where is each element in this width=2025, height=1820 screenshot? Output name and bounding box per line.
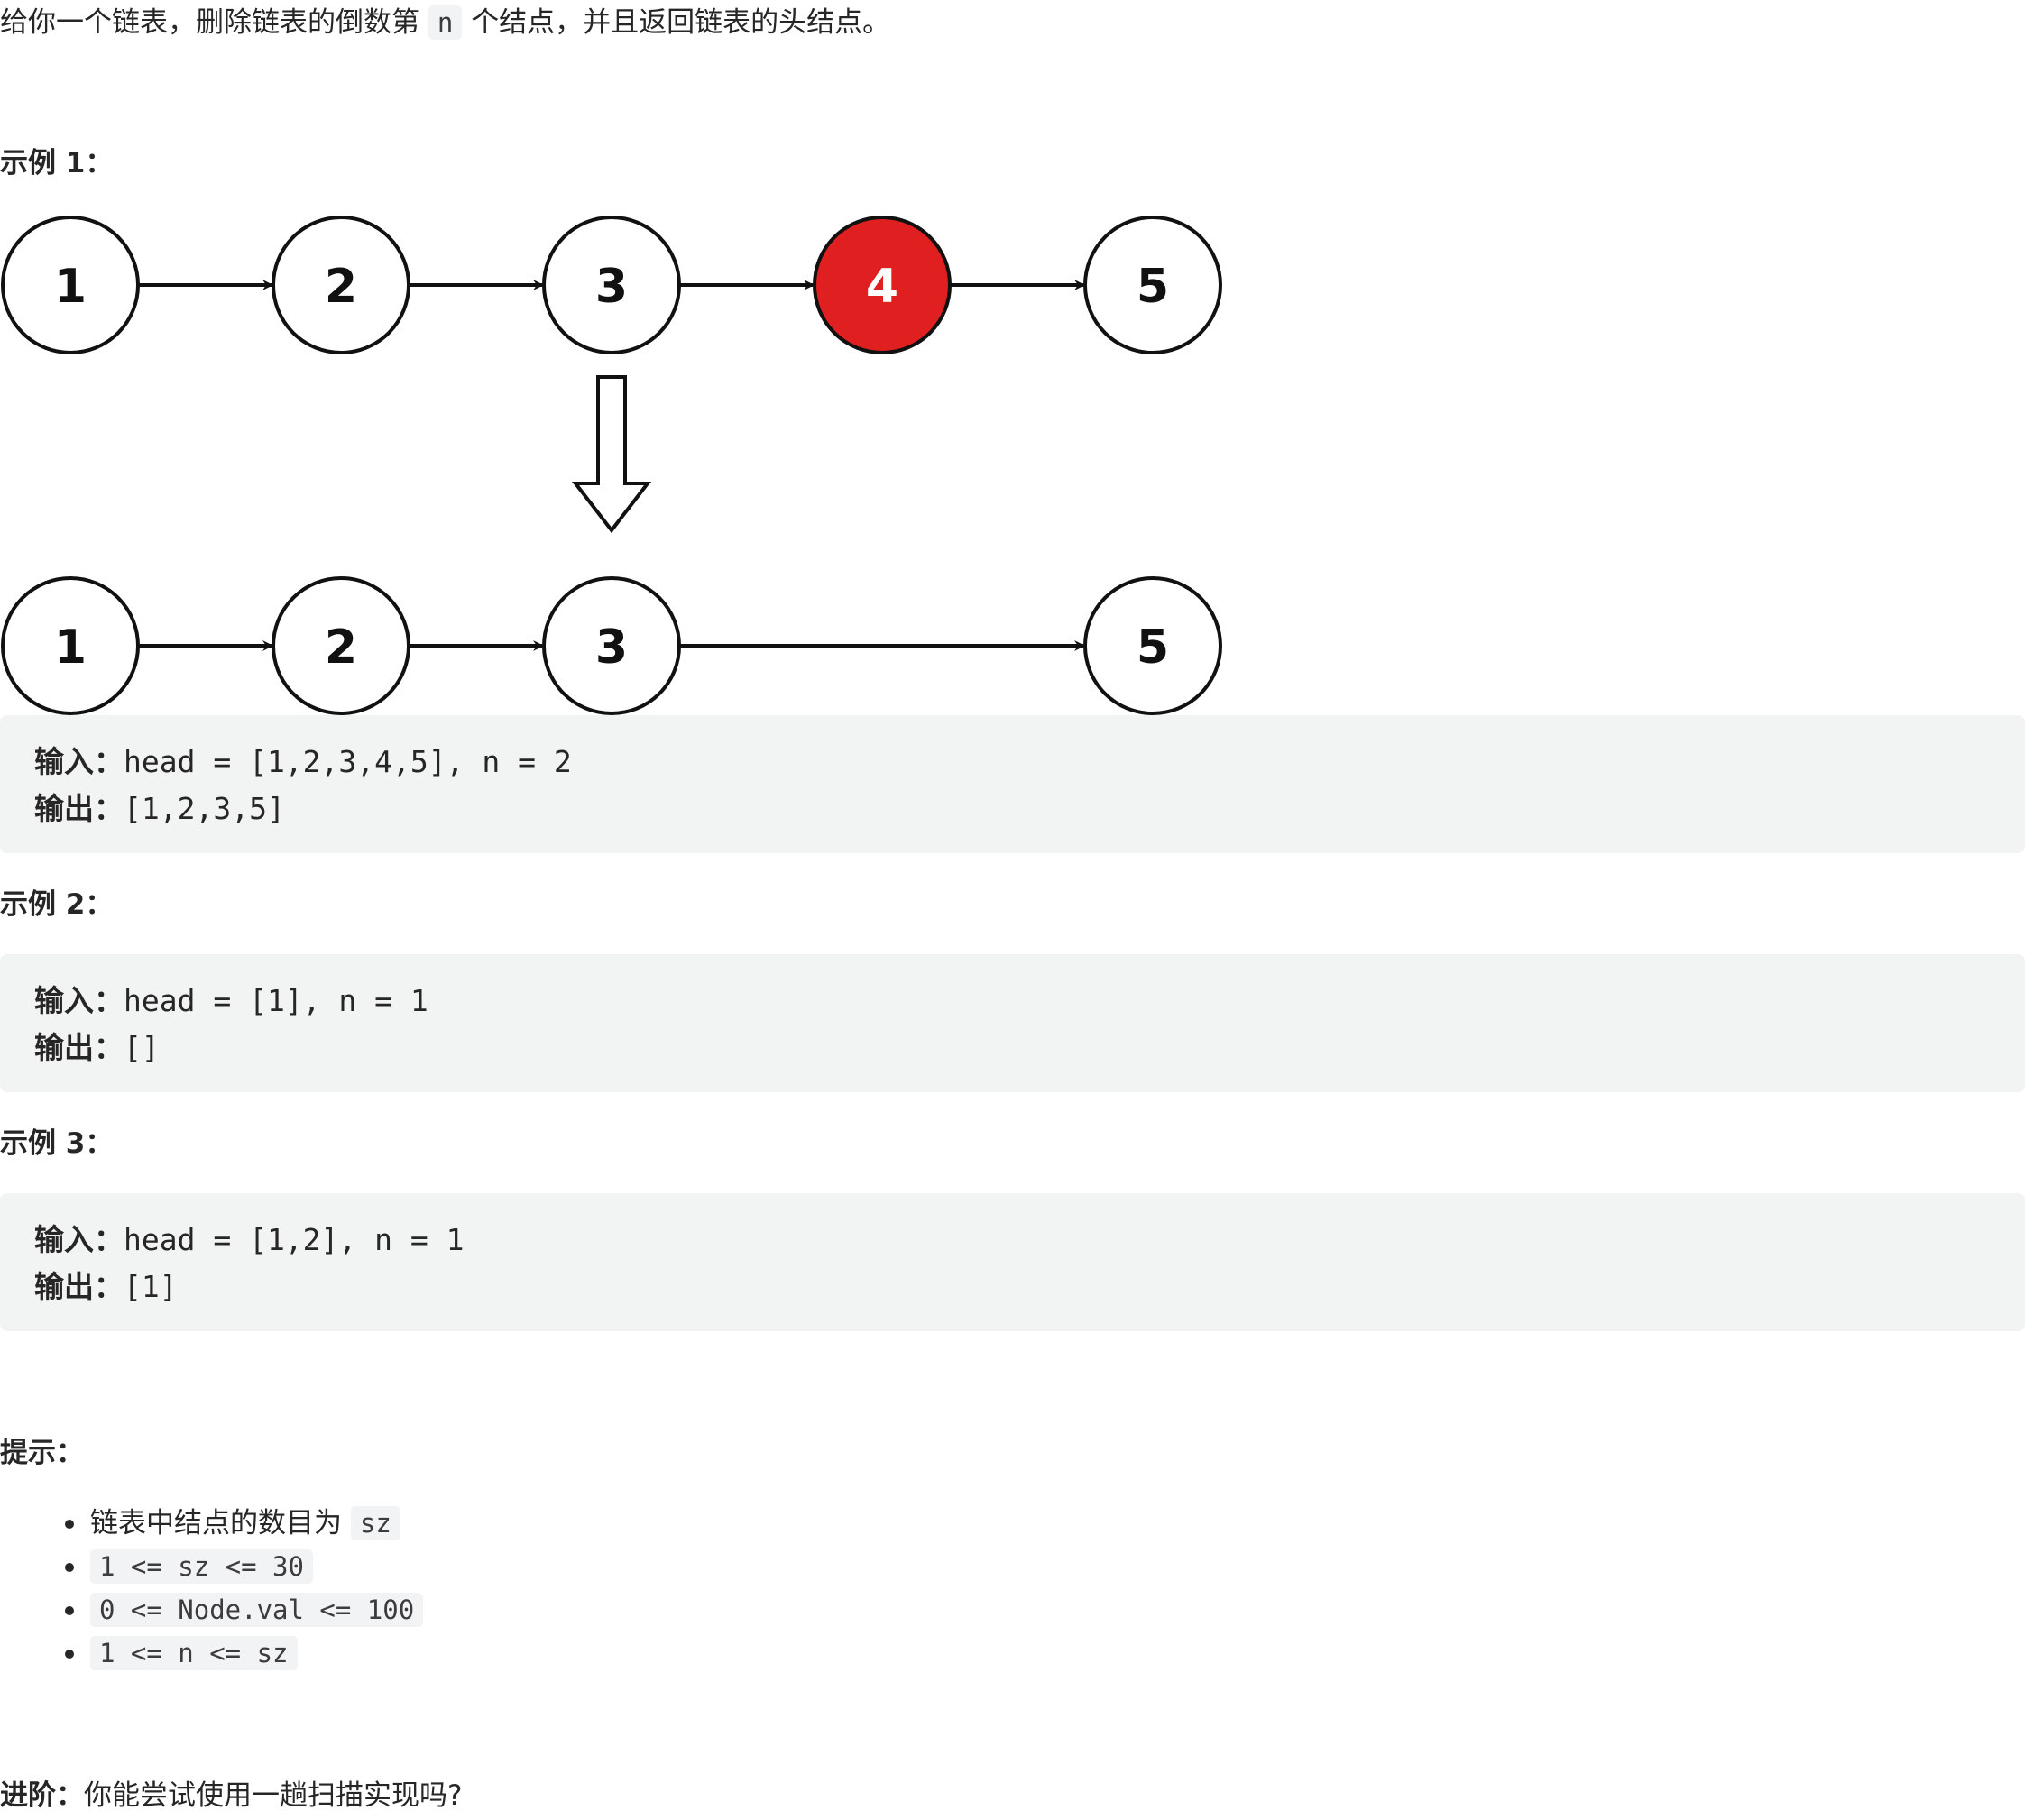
list-node-value: 3 (595, 260, 628, 314)
input-label: 输入： (34, 744, 124, 779)
list-item: 1 <= sz <= 30 (54, 1545, 423, 1588)
intro-code-n: n (428, 5, 463, 40)
example-1-box: 输入：head = [1,2,3,4,5], n = 2 输出：[1,2,3,5… (0, 715, 2025, 853)
constraint-code: sz (350, 1506, 400, 1540)
advanced-paragraph: 进阶：你能尝试使用一趟扫描实现吗? (0, 1775, 462, 1816)
example-1-input: 输入：head = [1,2,3,4,5], n = 2 (34, 739, 2025, 786)
constraint-code: 0 <= Node.val <= 100 (90, 1593, 424, 1627)
list-node-value: 5 (1137, 620, 1169, 675)
example-3-output: 输出：[1] (34, 1264, 2025, 1310)
linked-list-diagram: 1 2 3 4 5 1 2 3 5 (1, 216, 1222, 715)
list-item: 1 <= n <= sz (54, 1632, 423, 1675)
list-node-value: 1 (54, 260, 87, 314)
intro-paragraph: 给你一个链表，删除链表的倒数第 n 个结点，并且返回链表的头结点。 (0, 2, 890, 43)
list-node-value: 2 (325, 620, 357, 675)
example-3-heading: 示例 3： (0, 1127, 114, 1160)
list-node-circle (272, 216, 410, 354)
example-2-input: 输入：head = [1], n = 1 (34, 978, 2025, 1025)
hints-heading: 提示： (0, 1437, 84, 1469)
intro-text-before: 给你一个链表，删除链表的倒数第 (0, 6, 419, 39)
example-2-box: 输入：head = [1], n = 1 输出：[] (0, 954, 2025, 1092)
input-value: head = [1], n = 1 (124, 983, 428, 1018)
list-node-circle (1, 216, 140, 354)
constraint-code: 1 <= n <= sz (90, 1636, 298, 1670)
example-1-heading: 示例 1： (0, 147, 114, 179)
example-1-output: 输出：[1,2,3,5] (34, 786, 2025, 832)
bullet-icon (65, 1563, 74, 1572)
output-label: 输出： (34, 1269, 124, 1304)
output-label: 输出： (34, 791, 124, 826)
input-label: 输入： (34, 983, 124, 1018)
removed-node-circle (813, 216, 952, 354)
example-3-input: 输入：head = [1,2], n = 1 (34, 1217, 2025, 1264)
bullet-icon (65, 1606, 74, 1615)
list-node-circle (542, 576, 681, 715)
list-node-circle (542, 216, 681, 354)
constraint-text: 链表中结点的数目为 (90, 1507, 342, 1540)
list-item: 0 <= Node.val <= 100 (54, 1588, 424, 1632)
output-value: [] (124, 1030, 160, 1065)
input-value: head = [1,2], n = 1 (124, 1222, 465, 1257)
list-node-value: 2 (325, 260, 357, 314)
bullet-icon (65, 1650, 74, 1659)
list-node-circle (1, 576, 140, 715)
list-node-value: 4 (866, 260, 898, 314)
constraints-list: 链表中结点的数目为 sz 1 <= sz <= 30 0 <= Node.val… (54, 1502, 424, 1675)
list-node-circle (1083, 576, 1222, 715)
constraint-code: 1 <= sz <= 30 (90, 1549, 313, 1584)
advanced-text: 你能尝试使用一趟扫描实现吗? (84, 1779, 463, 1812)
input-label: 输入： (34, 1222, 124, 1257)
list-node-circle (272, 576, 410, 715)
example-2-output: 输出：[] (34, 1025, 2025, 1071)
list-node-value: 3 (595, 620, 628, 675)
list-node-value: 1 (54, 620, 87, 675)
output-value: [1,2,3,5] (124, 791, 285, 826)
list-after-row: 1 2 3 5 (1, 576, 1222, 715)
list-before-row: 1 2 3 4 5 (1, 216, 1222, 354)
list-item: 链表中结点的数目为 sz (54, 1502, 423, 1545)
bullet-icon (65, 1520, 74, 1529)
down-arrow-icon (571, 375, 652, 534)
list-node-circle (1083, 216, 1222, 354)
intro-text-after: 个结点，并且返回链表的头结点。 (471, 6, 891, 39)
advanced-label: 进阶： (0, 1779, 84, 1812)
example-3-box: 输入：head = [1,2], n = 1 输出：[1] (0, 1193, 2025, 1331)
output-label: 输出： (34, 1030, 124, 1065)
input-value: head = [1,2,3,4,5], n = 2 (124, 744, 572, 779)
list-node-value: 5 (1137, 260, 1169, 314)
output-value: [1] (124, 1269, 178, 1304)
example-2-heading: 示例 2： (0, 888, 114, 921)
